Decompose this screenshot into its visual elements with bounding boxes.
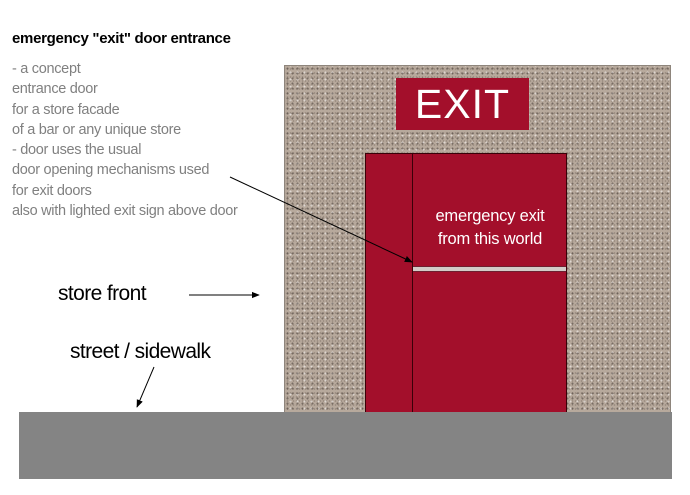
exit-sign-text: EXIT [414,80,511,127]
note-line: for a store facade [12,101,120,118]
diagram-title: emergency "exit" door entrance [12,30,231,47]
note-to-pushbar-arrow [229,176,413,263]
exit-sign: EXIT [396,78,529,130]
door-label-line1: emergency exit [435,207,545,225]
note-line: - door uses the usual [12,142,142,159]
door-label: emergency exit from this world [415,205,565,251]
note-line: entrance door [12,81,98,98]
note-line: also with lighted exit sign above door [12,203,238,220]
street-sidewalk [19,412,672,479]
note-line: - a concept [12,61,81,77]
concept-notes: - a concept entrance door for a store fa… [12,59,238,221]
street-sidewalk-label: street / sidewalk [70,340,211,363]
street-arrow [136,366,155,408]
door-push-bar [413,266,566,272]
door-label-line2: from this world [437,230,543,248]
note-line: of a bar or any unique store [12,121,181,138]
store-front-label: store front [58,282,147,305]
exit-door [365,153,567,413]
note-line: door opening mechanisms used [12,162,210,179]
note-line: for exit doors [12,182,92,199]
